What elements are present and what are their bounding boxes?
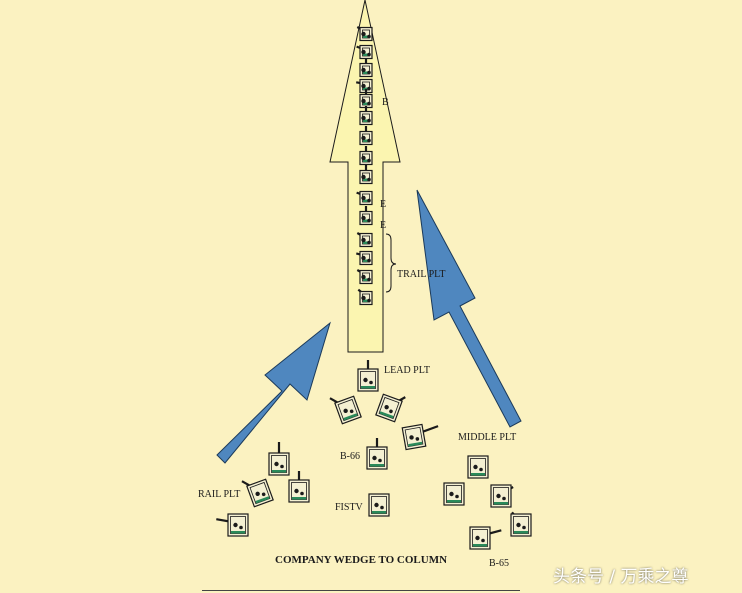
lead-plt-vehicle-icon bbox=[401, 423, 439, 451]
rail-plt-vehicle-icon bbox=[288, 471, 310, 503]
column-vehicle-icon bbox=[359, 126, 373, 146]
column-vehicle-icon bbox=[356, 190, 373, 206]
lead-plt-vehicle-icon bbox=[329, 395, 362, 425]
column-vehicle-icon bbox=[356, 269, 373, 285]
column-vehicle-icon bbox=[359, 89, 373, 109]
b66-vehicle-icon bbox=[366, 438, 388, 470]
wedge-vehicles bbox=[216, 360, 532, 550]
trail-plt-label: TRAIL PLT bbox=[397, 269, 446, 280]
middle-plt-vehicle-icon bbox=[443, 482, 465, 506]
b65-vehicle-icon bbox=[469, 526, 502, 550]
rail-plt-label: RAIL PLT bbox=[198, 489, 241, 500]
column-vehicle-icon bbox=[356, 250, 373, 266]
middle-plt-direction-arrow bbox=[416, 189, 522, 428]
middle-plt-vehicle-icon bbox=[510, 511, 532, 537]
rail-plt-vehicle-icon bbox=[216, 513, 249, 537]
column-vehicle-icon bbox=[356, 44, 373, 60]
column-vehicle-icon bbox=[359, 58, 373, 78]
rail-plt-direction-arrow bbox=[216, 321, 331, 464]
column-vehicle-icon bbox=[356, 78, 373, 94]
column-vehicle-icon bbox=[359, 206, 373, 226]
b65-label: B-65 bbox=[489, 558, 509, 569]
column-vehicle-icon bbox=[357, 288, 373, 306]
column-vehicle-icon bbox=[356, 232, 373, 248]
column-vehicle-icon bbox=[359, 146, 373, 166]
lead-plt-vehicle-icon bbox=[357, 360, 379, 392]
middle-plt-vehicle-icon bbox=[467, 455, 489, 479]
trail-plt-bracket bbox=[385, 233, 397, 293]
diagram-title: COMPANY WEDGE TO COLUMN bbox=[275, 554, 448, 566]
middle-plt-vehicle-icon bbox=[490, 484, 514, 508]
column-vehicle-icon bbox=[356, 26, 373, 42]
lead-plt-label: LEAD PLT bbox=[384, 365, 431, 376]
fistv-label: FISTV bbox=[335, 502, 363, 513]
column-vehicles bbox=[356, 26, 373, 306]
column-vehicle-icon bbox=[359, 165, 373, 185]
fistv-vehicle-icon bbox=[368, 493, 390, 517]
watermark: 头条号 / 万乘之尊 bbox=[553, 567, 689, 587]
rail-plt-vehicle-icon bbox=[268, 442, 290, 476]
middle-plt-label: MIDDLE PLT bbox=[458, 432, 517, 443]
column-label-e2: E bbox=[380, 220, 387, 231]
lead-plt-vehicle-icon bbox=[375, 393, 406, 423]
column-vehicle-icon bbox=[359, 106, 373, 126]
column-label-b: B bbox=[382, 97, 389, 108]
column-label-e1: E bbox=[380, 199, 387, 210]
baseline-rule bbox=[202, 590, 520, 591]
rail-plt-vehicle-icon bbox=[241, 478, 274, 508]
b66-label: B-66 bbox=[340, 451, 360, 462]
